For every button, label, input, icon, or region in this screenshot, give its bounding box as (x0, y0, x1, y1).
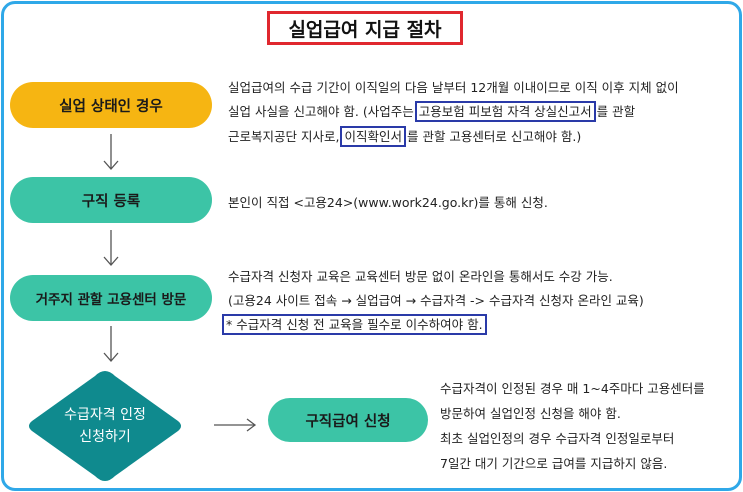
step-apply-label-1: 수급자격 인정 (64, 407, 146, 423)
desc1-line2-a: 실업 사실을 신고해야 함. (사업주는 (228, 104, 414, 119)
step-apply-eligibility: 수급자격 인정 신청하기 (24, 367, 186, 485)
highlight-separation-cert: 이직확인서 (340, 126, 406, 147)
diagram-title: 실업급여 지급 절차 (267, 11, 463, 45)
desc3-line3: * 수급자격 신청 전 교육을 필수로 이수하여야 함. (221, 314, 488, 335)
arrow-right-icon (214, 418, 257, 432)
desc1-line1: 실업급여의 수급 기간이 이직일의 다음 날부터 12개월 이내이므로 이직 이… (228, 80, 679, 95)
arrow-down-icon (103, 230, 119, 266)
desc1-line2-c: 를 관할 (596, 104, 636, 119)
diamond-shape (29, 371, 181, 481)
desc2-line1: 본인이 직접 <고용24>(www.work24.go.kr)를 통해 신청. (228, 195, 548, 210)
step-job-registration: 구직 등록 (10, 177, 212, 223)
arrow-down-icon (103, 326, 119, 362)
desc1-line3-a: 근로복지공단 지사로, (228, 129, 340, 144)
step-claim-benefit: 구직급여 신청 (268, 398, 428, 442)
highlight-loss-report: 고용보험 피보험 자격 상실신고서 (414, 101, 596, 122)
desc4-line3: 최초 실업인정의 경우 수급자격 인정일로부터 (440, 431, 675, 446)
highlight-mandatory-education: * 수급자격 신청 전 교육을 필수로 이수하여야 함. (222, 314, 487, 335)
desc4-line1: 수급자격이 인정된 경우 매 1~4주마다 고용센터를 (440, 381, 705, 396)
desc3-line1: 수급자격 신청자 교육은 교육센터 방문 없이 온라인을 통해서도 수강 가능. (228, 269, 613, 284)
desc4-line2: 방문하여 실업인정 신청을 해야 함. (440, 406, 621, 421)
step-visit-center: 거주지 관할 고용센터 방문 (10, 275, 212, 321)
desc4-line4: 7일간 대기 기간으로 급여를 지급하지 않음. (440, 456, 668, 471)
desc1-line3-c: 를 관할 고용센터로 신고해야 함.) (406, 129, 582, 144)
desc3-line2: (고용24 사이트 접속 → 실업급여 → 수급자격 -> 수급자격 신청자 온… (228, 293, 644, 308)
arrow-down-icon (103, 134, 119, 170)
step-apply-label-2: 신청하기 (79, 429, 131, 445)
step-unemployed: 실업 상태인 경우 (10, 82, 212, 128)
